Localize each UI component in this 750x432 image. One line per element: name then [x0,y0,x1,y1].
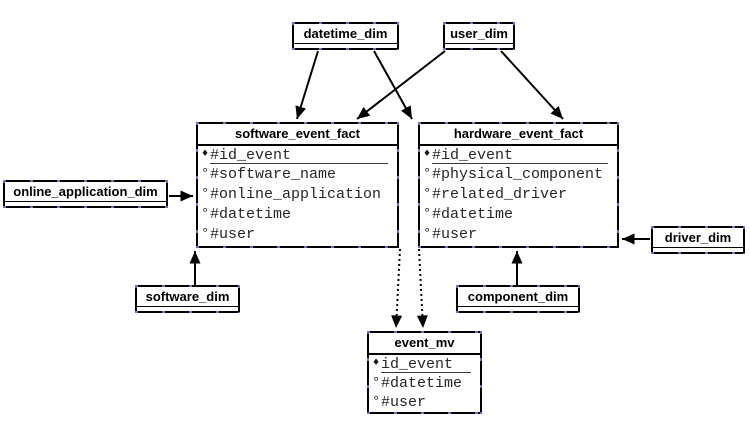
border-tick-marks [166,180,168,208]
border-tick-marks [367,412,482,414]
connector-user-dim-to-hardware-event-fact [500,50,564,120]
table-title: software_dim [137,287,238,307]
table-title: hardware_event_fact [420,124,617,146]
pk-marker-icon: ♦ [372,358,381,368]
field-row: ° #user [198,226,397,246]
connector-hardware-event-fact-to-event-mv [416,248,428,329]
border-tick-marks [135,311,240,313]
table-component-dim[interactable]: component_dim [456,285,580,313]
field-name: #related_driver [432,186,568,203]
empty-field-compartment [653,248,743,252]
border-tick-marks [743,226,745,254]
field-row: ° #related_driver [420,186,617,206]
optional-marker-icon: ° [201,166,210,182]
optional-marker-icon: ° [372,375,381,391]
field-name: #software_name [210,166,337,183]
optional-marker-icon: ° [423,226,432,242]
empty-field-compartment [458,307,578,311]
field-name: #id_event [210,146,388,164]
table-hardware-event-fact[interactable]: hardware_event_fact ♦ #id_event ° #physi… [418,122,619,248]
field-name: #user [432,226,478,243]
connector-software-event-fact-to-event-mv [391,248,403,329]
border-tick-marks [480,331,482,414]
table-title: user_dim [445,24,513,44]
table-title: online_application_dim [5,182,166,202]
optional-marker-icon: ° [423,206,432,222]
border-tick-marks [651,252,745,254]
border-tick-marks [578,285,580,313]
field-name: #user [210,226,256,243]
field-row: ♦ id_event [369,355,480,374]
table-title: driver_dim [653,228,743,248]
field-row: ♦ #id_event [420,146,617,166]
border-tick-marks [196,246,399,248]
border-tick-marks [3,206,168,208]
field-row: ° #physical_component [420,166,617,186]
border-tick-marks [617,122,619,248]
field-name: #datetime [210,206,292,223]
border-tick-marks [397,122,399,248]
optional-marker-icon: ° [201,206,210,222]
connector-user-dim-to-software-event-fact [356,50,446,120]
pk-marker-icon: ♦ [423,149,432,159]
field-row: ° #user [420,226,617,246]
table-driver-dim[interactable]: driver_dim [651,226,745,254]
table-software-event-fact[interactable]: software_event_fact ♦ #id_event ° #softw… [196,122,399,248]
field-row: ° #software_name [198,166,397,186]
table-title: datetime_dim [294,24,397,44]
border-tick-marks [397,22,399,50]
empty-field-compartment [137,307,238,311]
optional-marker-icon: ° [201,186,210,202]
empty-field-compartment [294,44,397,48]
pk-marker-icon: ♦ [201,149,210,159]
field-row: ♦ #id_event [198,146,397,166]
field-row: ° #online_application [198,186,397,206]
optional-marker-icon: ° [201,226,210,242]
field-name: #datetime [381,375,463,392]
field-name: #id_event [432,146,608,164]
border-tick-marks [238,285,240,313]
connector-datetime-dim-to-software-event-fact [295,50,319,120]
optional-marker-icon: ° [423,186,432,202]
field-name: #physical_component [432,166,604,183]
table-event-mv[interactable]: event_mv ♦ id_event ° #datetime ° #user [367,331,482,414]
table-datetime-dim[interactable]: datetime_dim [292,22,399,50]
empty-field-compartment [445,44,513,48]
field-row: ° #datetime [369,374,480,393]
border-tick-marks [513,22,515,50]
border-tick-marks [443,48,515,50]
empty-field-compartment [5,202,166,206]
table-title: component_dim [458,287,578,307]
table-software-dim[interactable]: software_dim [135,285,240,313]
optional-marker-icon: ° [423,166,432,182]
table-title: event_mv [369,333,480,355]
table-online-application-dim[interactable]: online_application_dim [3,180,168,208]
border-tick-marks [292,48,399,50]
border-tick-marks [418,246,619,248]
field-row: ° #datetime [198,206,397,226]
table-user-dim[interactable]: user_dim [443,22,515,50]
optional-marker-icon: ° [372,394,381,410]
field-row: ° #datetime [420,206,617,226]
field-name: #datetime [432,206,514,223]
table-title: software_event_fact [198,124,397,146]
border-tick-marks [456,311,580,313]
field-name: id_event [381,355,471,373]
connector-datetime-dim-to-hardware-event-fact [373,50,413,120]
field-row: ° #user [369,393,480,412]
field-name: #online_application [210,186,382,203]
field-name: #user [381,394,427,411]
